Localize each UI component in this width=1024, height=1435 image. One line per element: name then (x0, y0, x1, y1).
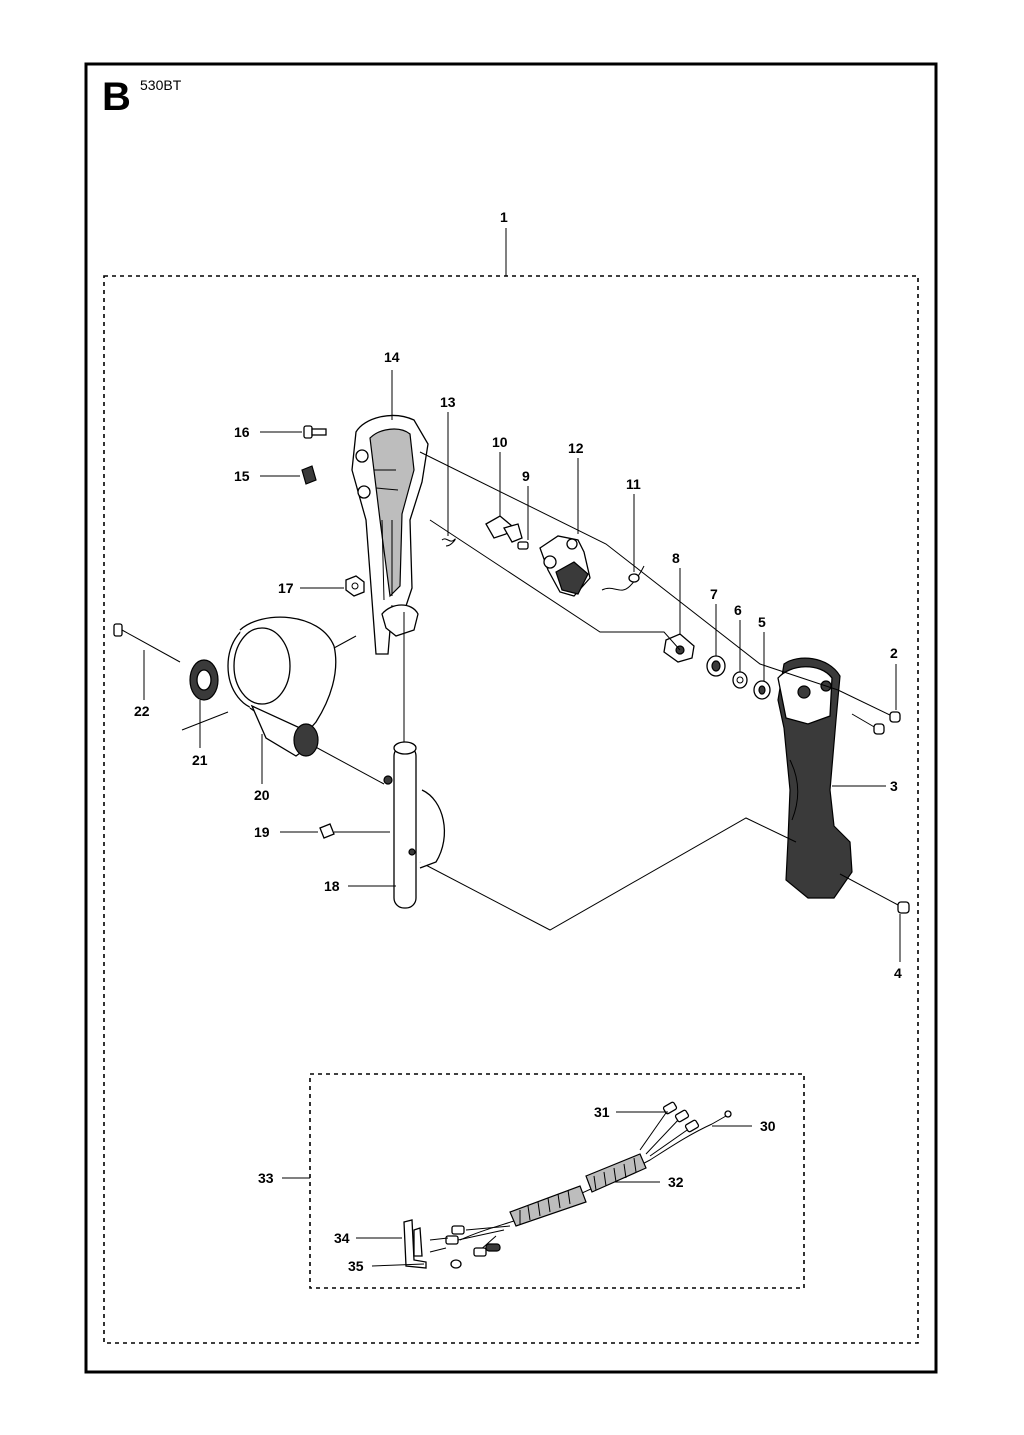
callout-9[interactable]: 9 (522, 468, 530, 484)
assembly-1-boundary (103, 275, 919, 1344)
callout-31[interactable]: 31 (594, 1104, 610, 1120)
callout-13[interactable]: 13 (440, 394, 456, 410)
assembly-guide-lines (181, 451, 839, 931)
part-2-screws[interactable] (837, 689, 901, 735)
callout-33[interactable]: 33 (258, 1170, 274, 1186)
callout-16[interactable]: 16 (234, 424, 250, 440)
callout-21[interactable]: 21 (192, 752, 208, 768)
part-15-clip[interactable] (301, 465, 317, 485)
part-11-spring[interactable] (601, 565, 645, 591)
part-13-spring[interactable] (441, 538, 456, 547)
part-8-cable-clamp[interactable] (663, 633, 695, 663)
callout-5[interactable]: 5 (758, 614, 766, 630)
callout-4[interactable]: 4 (894, 965, 902, 981)
callout-32[interactable]: 32 (668, 1174, 684, 1190)
assembly-33-boundary (309, 1073, 805, 1289)
leader-35 (371, 1263, 425, 1267)
part-18-post[interactable] (383, 741, 445, 909)
callout-3[interactable]: 3 (890, 778, 898, 794)
callout-15[interactable]: 15 (234, 468, 250, 484)
part-16-screw[interactable] (303, 425, 327, 439)
callout-34[interactable]: 34 (334, 1230, 350, 1246)
callout-19[interactable]: 19 (254, 824, 270, 840)
callout-10[interactable]: 10 (492, 434, 508, 450)
part-34-terminal-bracket[interactable] (403, 1219, 427, 1269)
part-22-bolt[interactable] (113, 623, 181, 663)
callout-6[interactable]: 6 (734, 602, 742, 618)
callout-12[interactable]: 12 (568, 440, 584, 456)
part-21-knob[interactable] (189, 659, 219, 701)
part-5-nut[interactable] (753, 680, 771, 700)
part-12-throttle-trigger[interactable] (539, 535, 591, 597)
part-4-screw[interactable] (839, 873, 910, 914)
callout-14[interactable]: 14 (384, 349, 400, 365)
part-32-wiring-harness[interactable] (429, 1101, 732, 1269)
part-17-nut[interactable] (345, 575, 365, 597)
part-19-square-nut[interactable] (319, 823, 335, 839)
callout-35[interactable]: 35 (348, 1258, 364, 1274)
section-letter: B (102, 75, 131, 119)
part-6-washer[interactable] (732, 671, 748, 689)
part-7-bushing[interactable] (706, 655, 726, 677)
part-9-pin[interactable] (517, 541, 529, 550)
callout-8[interactable]: 8 (672, 550, 680, 566)
callout-30[interactable]: 30 (760, 1118, 776, 1134)
callout-17[interactable]: 17 (278, 580, 294, 596)
part-14-throttle-housing[interactable] (351, 414, 429, 655)
callout-11[interactable]: 11 (626, 476, 641, 492)
part-20-clamp-band[interactable] (227, 616, 337, 757)
part-3-handle-grip[interactable] (777, 657, 853, 899)
callout-20[interactable]: 20 (254, 787, 270, 803)
model-number: 530BT (140, 77, 182, 93)
part-10-throttle-lever[interactable] (485, 515, 523, 543)
callout-18[interactable]: 18 (324, 878, 340, 894)
callout-7[interactable]: 7 (710, 586, 718, 602)
sheet-frame (84, 62, 938, 1374)
callout-1[interactable]: 1 (500, 209, 508, 225)
callout-22[interactable]: 22 (134, 703, 150, 719)
callout-2[interactable]: 2 (890, 645, 898, 661)
